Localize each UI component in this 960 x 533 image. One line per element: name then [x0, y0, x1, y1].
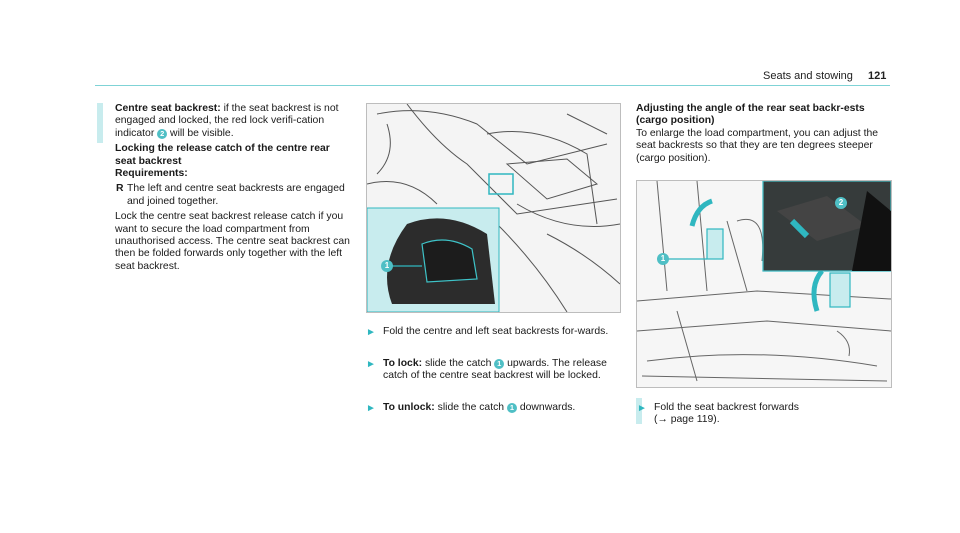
page-number: 121: [868, 70, 887, 82]
adjusting-body: To enlarge the load compartment, you can…: [636, 127, 879, 164]
adjusting-heading: Adjusting the angle of the rear seat bac…: [636, 103, 865, 127]
right-column: Adjusting the angle of the rear seat bac…: [636, 103, 891, 165]
requirements-label: Requirements:: [115, 168, 188, 180]
cargo-illustration: [637, 181, 891, 382]
figure-cargo-position: 1 2: [636, 180, 892, 388]
requirement-text: The left and centre seat backrests are e…: [127, 183, 345, 207]
step-unlock-text-b: downwards.: [516, 402, 576, 413]
step-lock-bold: To lock:: [383, 358, 423, 369]
step-unlock-text-a: slide the catch: [434, 402, 507, 413]
intro-paragraph: Centre seat backrest: if the seat backre…: [115, 103, 350, 140]
note-highlight-bar: [97, 103, 103, 143]
intro-text-a: if the seat backrest is not engaged and …: [115, 103, 339, 139]
step-lock-text-b: upwards. The release catch of the centre…: [383, 358, 607, 382]
figure-callout-2: 2: [835, 197, 847, 209]
step-unlock-bold: To unlock:: [383, 402, 435, 413]
step-fold-backrests: Fold the centre and left seat backrests …: [383, 326, 609, 337]
play-arrow-icon: ►: [366, 327, 376, 338]
left-column: Centre seat backrest: if the seat backre…: [115, 103, 350, 273]
step-fold-text: Fold the seat backrest forwards: [654, 402, 799, 413]
requirement-item: R The left and centre seat backrests are…: [115, 183, 350, 208]
play-arrow-icon: ►: [366, 403, 376, 414]
step-lock-text-a: slide the catch: [422, 358, 495, 369]
seat-illustration: [367, 104, 620, 312]
play-arrow-icon: ►: [366, 359, 376, 370]
page-reference-link[interactable]: (→ page 119).: [654, 414, 720, 426]
locking-heading: Locking the release catch of the centre …: [115, 143, 330, 167]
callout-2: 2: [157, 128, 168, 139]
figure-callout-1: 1: [381, 260, 393, 272]
step-unlock: To unlock: slide the catch 1 downwards.: [383, 402, 623, 414]
play-arrow-icon: ►: [637, 403, 647, 414]
bullet-icon: R: [116, 183, 124, 195]
callout-1: 1: [506, 403, 517, 413]
callout-1: 1: [494, 359, 505, 369]
step-lock: To lock: slide the catch 1 upwards. The …: [383, 358, 623, 383]
step-highlight-bar: [636, 398, 642, 424]
figure-callout-1: 1: [657, 253, 669, 265]
section-title: Seats and stowing: [763, 70, 853, 82]
intro-text-b: will be visible.: [167, 127, 234, 139]
step-fold-seat-backrest: Fold the seat backrest forwards (→ page …: [654, 402, 884, 427]
intro-bold: Centre seat backrest:: [115, 103, 221, 114]
header-rule: [95, 85, 890, 86]
locking-body: Lock the centre seat backrest release ca…: [115, 211, 350, 272]
figure-centre-seat-catch: 1: [366, 103, 621, 313]
